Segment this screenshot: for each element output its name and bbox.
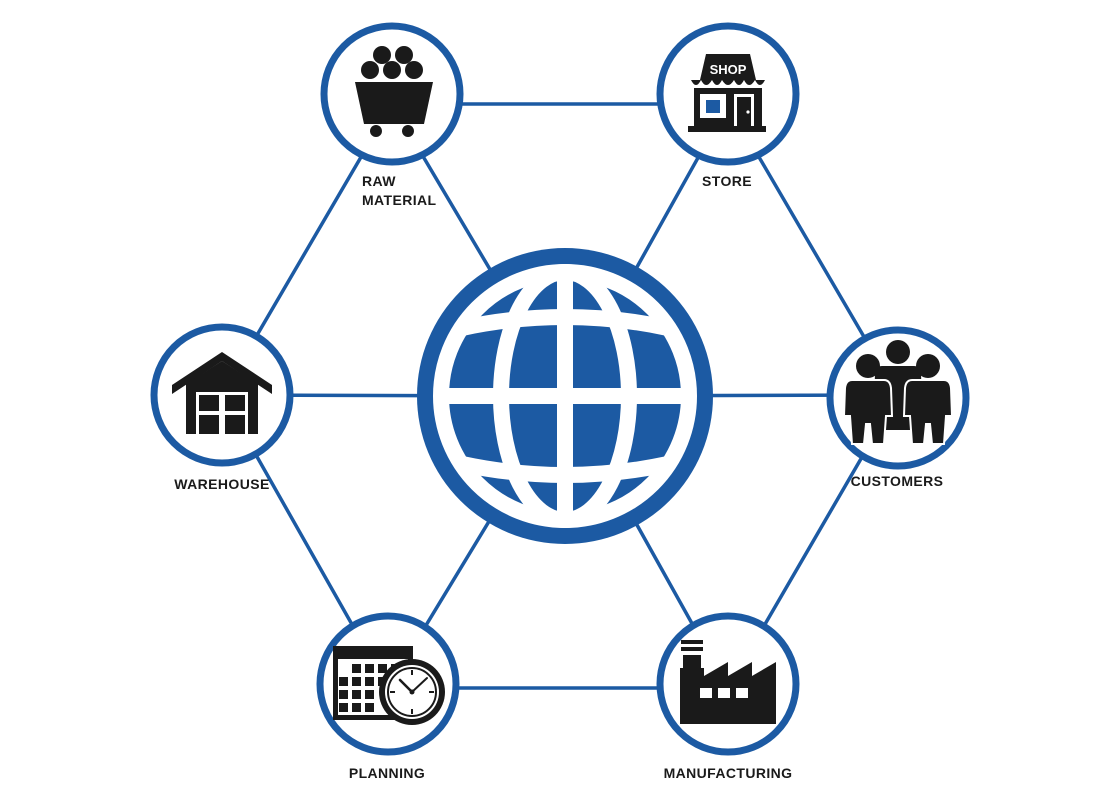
calendar-clock-icon <box>333 646 445 725</box>
manufacturing-label-line1: MANUFACTURING <box>663 765 793 781</box>
warehouse-label-line1: WAREHOUSE <box>174 476 270 492</box>
warehouse-icon <box>172 352 272 434</box>
planning-label: PLANNING <box>349 764 425 783</box>
globe-icon <box>417 248 713 544</box>
planning-label-line1: PLANNING <box>348 765 426 781</box>
raw-material-label-line1: RAW <box>362 173 396 189</box>
shop-sign: SHOP <box>710 62 747 77</box>
warehouse-label: WAREHOUSE <box>174 475 269 494</box>
store-label: STORE <box>702 172 752 191</box>
manufacturing-label: MANUFACTURING <box>664 764 793 783</box>
customers-label: CUSTOMERS <box>851 472 944 491</box>
customers-label-line1: CUSTOMERS <box>850 473 944 489</box>
raw-material-label-line2: MATERIAL <box>362 192 437 208</box>
mining-cart-icon <box>355 46 433 137</box>
raw-material-label: RAW MATERIAL <box>362 172 437 210</box>
store-label-line1: STORE <box>702 173 752 189</box>
shop-icon: SHOP <box>688 54 766 132</box>
people-icon <box>842 340 954 445</box>
factory-icon <box>680 640 776 724</box>
